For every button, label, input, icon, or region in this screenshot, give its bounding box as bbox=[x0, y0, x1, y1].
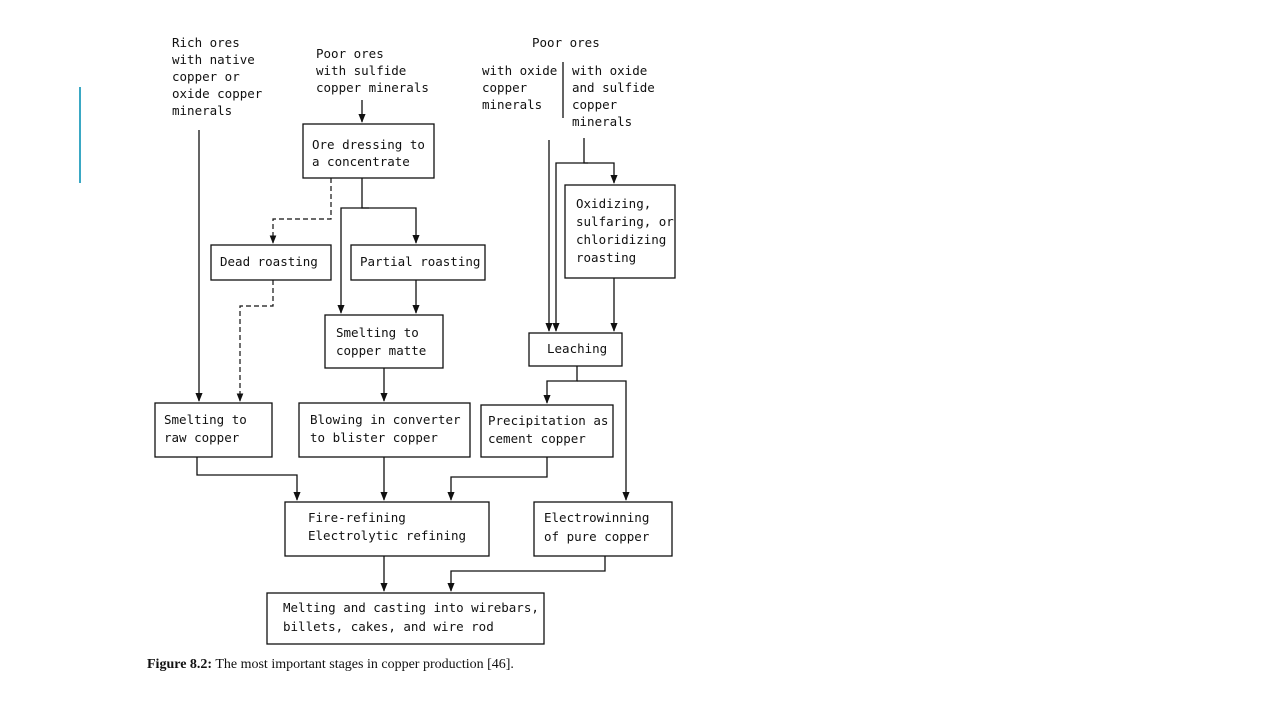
edge-electrowinning-to-melting bbox=[447, 556, 606, 592]
box-label: sulfaring, or bbox=[576, 214, 674, 229]
source-poor-oxide-sulfide: with oxide and sulfide copper minerals bbox=[572, 63, 655, 129]
box-leaching: Leaching bbox=[528, 332, 623, 367]
connectors bbox=[195, 62, 630, 592]
caption-label: Figure 8.2: bbox=[147, 657, 213, 672]
caption-text: The most important stages in copper prod… bbox=[212, 657, 514, 672]
source-poor-sulfide: Poor ores with sulfide copper minerals bbox=[316, 46, 429, 95]
poor-ores-header: Poor ores bbox=[532, 35, 600, 50]
box-electrowinning: Electrowinning of pure copper bbox=[533, 501, 673, 557]
poor-oxide-line: with oxide bbox=[482, 63, 557, 78]
poor-oxsulf-line: minerals bbox=[572, 114, 632, 129]
source-rich-ores: Rich ores with native copper or oxide co… bbox=[172, 35, 263, 118]
box-label: Ore dressing to bbox=[312, 137, 425, 152]
box-label: roasting bbox=[576, 250, 636, 265]
box-smelting-raw: Smelting to raw copper bbox=[154, 402, 273, 458]
edge-dead-to-smelting-raw bbox=[236, 280, 274, 402]
poor-oxsulf-line: and sulfide bbox=[572, 80, 655, 95]
edge-leaching-split bbox=[543, 366, 578, 404]
box-label: Oxidizing, bbox=[576, 196, 651, 211]
box-smelting-matte: Smelting to copper matte bbox=[324, 314, 444, 369]
poor-sulfide-line: with sulfide bbox=[316, 63, 406, 78]
box-melting-casting: Melting and casting into wirebars, bille… bbox=[266, 592, 545, 645]
edge-ore-to-smelting-matte bbox=[337, 207, 369, 314]
box-label: copper matte bbox=[336, 343, 426, 358]
box-oxidizing-roasting: Oxidizing, sulfaring, or chloridizing ro… bbox=[564, 184, 676, 279]
box-label: Precipitation as bbox=[488, 413, 608, 428]
edge-oxsulf-split bbox=[583, 138, 618, 184]
edge-ore-split bbox=[361, 178, 420, 244]
figure-caption: Figure 8.2: The most important stages in… bbox=[147, 657, 514, 673]
box-label: Smelting to bbox=[164, 412, 247, 427]
rich-ores-line: minerals bbox=[172, 103, 232, 118]
edge-precip-to-refining bbox=[447, 457, 548, 501]
accent-bar bbox=[79, 87, 81, 183]
box-fire-refining: Fire-refining Electrolytic refining bbox=[284, 501, 490, 557]
rich-ores-line: with native bbox=[172, 52, 255, 67]
box-label: Dead roasting bbox=[220, 254, 318, 269]
poor-sulfide-line: Poor ores bbox=[316, 46, 384, 61]
box-precipitation: Precipitation as cement copper bbox=[480, 404, 614, 458]
edge-raw-to-refining bbox=[196, 457, 301, 501]
box-label: Smelting to bbox=[336, 325, 419, 340]
box-label: Electrowinning bbox=[544, 510, 649, 525]
edge-leaching-to-electrowinning bbox=[577, 380, 630, 501]
box-dead-roasting: Dead roasting bbox=[210, 244, 332, 281]
poor-sulfide-line: copper minerals bbox=[316, 80, 429, 95]
rich-ores-line: copper or bbox=[172, 69, 240, 84]
source-poor-oxide: with oxide copper minerals bbox=[482, 63, 557, 112]
box-blowing-converter: Blowing in converter to blister copper bbox=[298, 402, 471, 458]
box-label: Electrolytic refining bbox=[308, 528, 466, 543]
box-label: a concentrate bbox=[312, 154, 410, 169]
rich-ores-line: Rich ores bbox=[172, 35, 240, 50]
box-label: Fire-refining bbox=[308, 510, 406, 525]
box-ore-dressing: Ore dressing to a concentrate bbox=[302, 123, 435, 179]
box-label: billets, cakes, and wire rod bbox=[283, 619, 494, 634]
rich-ores-line: oxide copper bbox=[172, 86, 263, 101]
edge-ore-to-dead-roasting bbox=[269, 178, 332, 244]
box-label: cement copper bbox=[488, 431, 586, 446]
box-label: Partial roasting bbox=[360, 254, 480, 269]
poor-oxide-line: minerals bbox=[482, 97, 542, 112]
edge-oxsulf-to-leaching bbox=[552, 162, 588, 332]
poor-oxsulf-line: with oxide bbox=[572, 63, 647, 78]
box-label: chloridizing bbox=[576, 232, 666, 247]
box-label: of pure copper bbox=[544, 529, 650, 544]
box-label: Leaching bbox=[547, 341, 607, 356]
box-label: Blowing in converter bbox=[310, 412, 461, 427]
box-label: raw copper bbox=[164, 430, 240, 445]
box-label: Melting and casting into wirebars, bbox=[283, 600, 539, 615]
box-partial-roasting: Partial roasting bbox=[350, 244, 486, 281]
poor-oxsulf-line: copper bbox=[572, 97, 618, 112]
box-label: to blister copper bbox=[310, 430, 438, 445]
poor-oxide-line: copper bbox=[482, 80, 528, 95]
